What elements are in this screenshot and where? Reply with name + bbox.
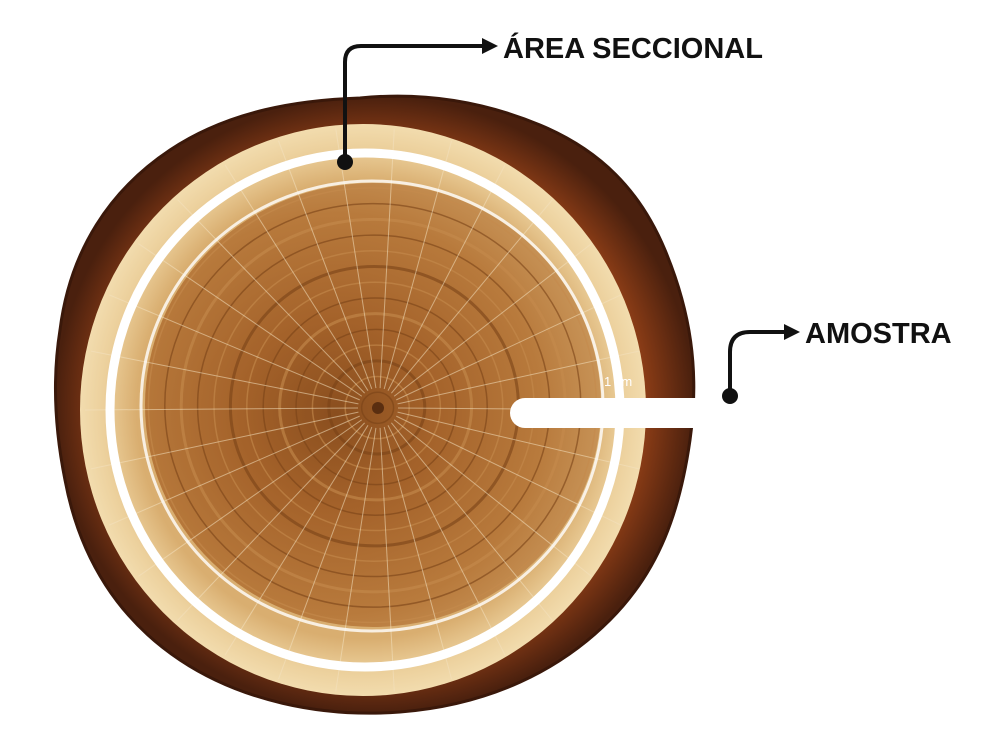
- dot-marker-icon: [722, 388, 738, 404]
- sample-label: AMOSTRA: [805, 318, 952, 350]
- arrow-right-icon: [482, 38, 498, 54]
- sectional-area-label: ÁREA SECCIONAL: [503, 31, 763, 65]
- pith: [372, 402, 384, 414]
- dot-marker-icon: [337, 154, 353, 170]
- scale-label: 1 cm: [604, 374, 632, 389]
- sample-strip: [510, 398, 705, 428]
- sample-pointer: [730, 332, 786, 396]
- arrow-right-icon: [784, 324, 800, 340]
